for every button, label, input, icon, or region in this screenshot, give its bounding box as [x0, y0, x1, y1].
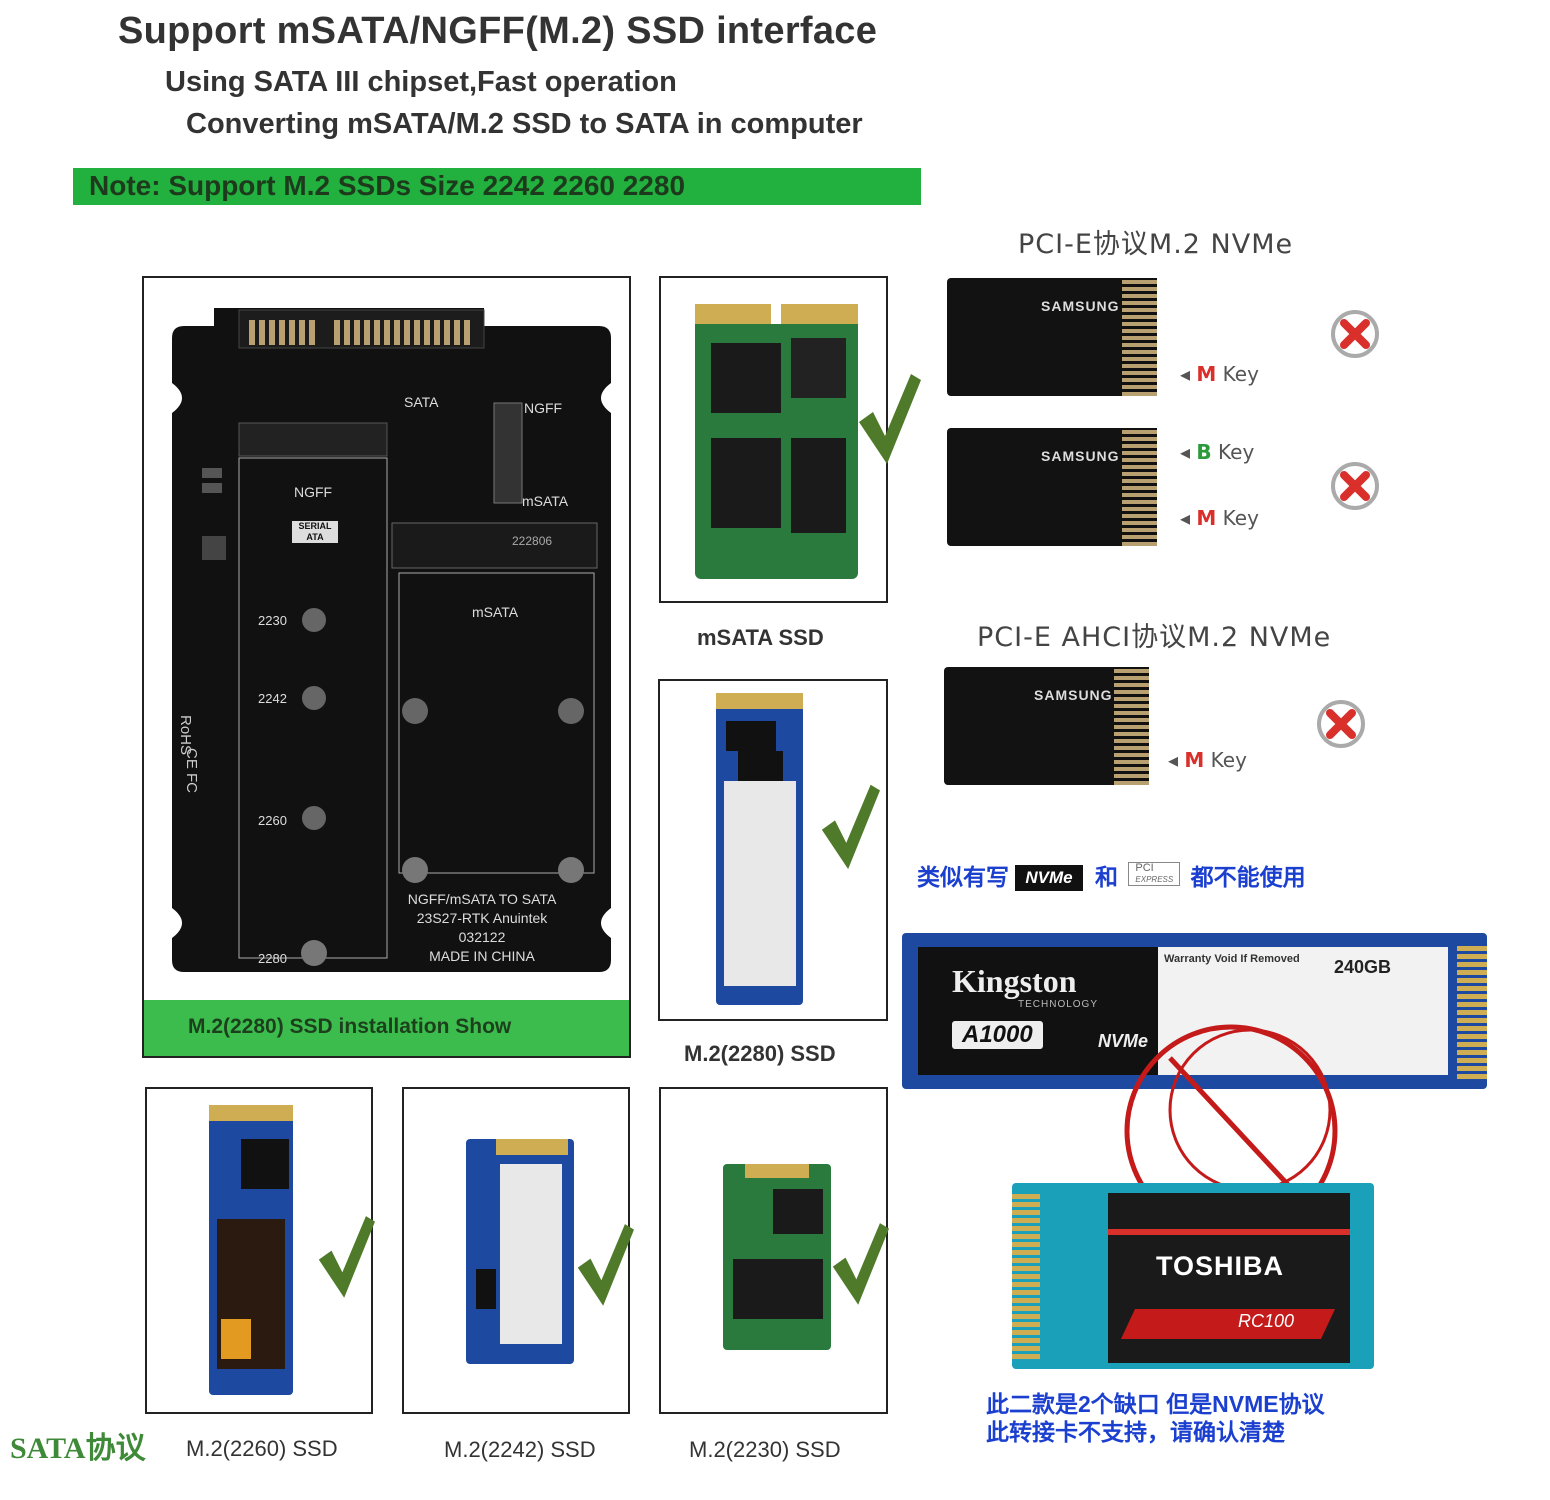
note-text: Note: Support M.2 SSDs Size 2242 2260 22… — [89, 170, 686, 201]
m2-2242-image — [466, 1139, 574, 1364]
m2-2280-check-icon — [821, 784, 880, 870]
a1000-logo: A1000 — [952, 1021, 1043, 1049]
bottom-note-line1: 此二款是2个缺口 但是NVME协议 — [986, 1391, 1325, 1417]
m2-2230-panel — [659, 1087, 889, 1414]
ssd-1-connector — [1122, 278, 1157, 396]
board-text-line1: NGFF/mSATA TO SATA — [407, 891, 557, 907]
key-word-1: Key — [1222, 362, 1259, 386]
b-key-letter: B — [1196, 440, 1212, 464]
m2-2280-image — [716, 693, 803, 1005]
samsung-label-1: SAMSUNG — [1041, 298, 1120, 314]
board-caption-band: M.2(2280) SSD installation Show — [144, 1000, 629, 1056]
board-caption: M.2(2280) SSD installation Show — [188, 1015, 512, 1038]
size-2280: 2280 — [258, 951, 287, 966]
ssd-2-connector — [1122, 428, 1157, 546]
warranty-text: Warranty Void If Removed — [1164, 953, 1300, 965]
subtitle-chipset: Using SATA III chipset,Fast operation — [165, 66, 677, 98]
pcie-nvme-title: PCI-E协议M.2 NVMe — [1018, 229, 1294, 260]
slot-code: 222806 — [512, 534, 553, 548]
kingston-logo: Kingston — [952, 963, 1077, 999]
m2-2242-panel — [402, 1087, 634, 1414]
samsung-ssd-2: SAMSUNG — [947, 428, 1157, 546]
subtitle-converting: Converting mSATA/M.2 SSD to SATA in comp… — [186, 108, 863, 140]
key-word-4: Key — [1210, 748, 1247, 772]
size-2242: 2242 — [258, 691, 287, 706]
serial-ata-logo: SERIAL ATA — [292, 521, 338, 543]
board-product-text: NGFF/mSATA TO SATA 23S27-RTK Anuintek 03… — [392, 890, 572, 966]
not-supported-x-icon-2 — [1331, 462, 1379, 510]
switch-ngff-label: NGFF — [524, 400, 563, 416]
kingston-nvme: NVMe — [1098, 1031, 1149, 1051]
ssd-3-connector — [1114, 667, 1149, 785]
m-key-letter-1: M — [1196, 362, 1217, 386]
warning-suffix: 都不能使用 — [1190, 864, 1306, 890]
rohs-mark: RoHS — [177, 715, 194, 756]
m2-2280-panel — [658, 679, 888, 1021]
m2-2260-caption: M.2(2260) SSD — [186, 1436, 338, 1461]
board-text-line3: 032122 — [458, 929, 506, 945]
msata-ssd-panel — [659, 276, 921, 603]
not-supported-x-icon-3 — [1317, 700, 1365, 748]
m2-2260-panel — [145, 1087, 375, 1414]
rc100-text: RC100 — [1238, 1311, 1295, 1331]
size-2260: 2260 — [258, 813, 287, 828]
not-supported-x-icon-1 — [1331, 310, 1379, 358]
warning-and: 和 — [1095, 864, 1119, 890]
size-2230: 2230 — [258, 613, 287, 628]
kingston-label-dark: Kingston TECHNOLOGY A1000 NVMe — [918, 947, 1158, 1075]
express-logo-text: EXPRESS — [1135, 875, 1174, 884]
m2-2280-caption: M.2(2280) SSD — [684, 1041, 836, 1066]
pci-logo-text: PCI — [1135, 862, 1154, 874]
nvme-logo: NVMe — [1015, 865, 1083, 891]
capacity-text: 240GB — [1334, 957, 1392, 977]
m-key-label-1: ◂ M Key — [1180, 362, 1259, 386]
m2-2260-check-icon — [318, 1216, 375, 1298]
bottom-note-line2: 此转接卡不支持，请确认清楚 — [986, 1419, 1285, 1445]
switch-msata-label: mSATA — [522, 493, 569, 509]
rc100-band — [1121, 1309, 1335, 1339]
sata-label: SATA — [404, 394, 439, 410]
m2-2230-check-icon — [832, 1223, 889, 1305]
m2-2242-check-icon — [577, 1224, 634, 1306]
board-text-line4: MADE IN CHINA — [429, 948, 535, 964]
samsung-ssd-1: SAMSUNG — [947, 278, 1157, 396]
kingston-ssd: Kingston TECHNOLOGY A1000 NVMe Warranty … — [902, 933, 1487, 1089]
msata-check-icon — [859, 374, 921, 464]
adapter-board-image — [172, 308, 611, 972]
samsung-ssd-3: SAMSUNG — [944, 667, 1149, 785]
page-title: Support mSATA/NGFF(M.2) SSD interface — [118, 10, 878, 52]
kingston-technology: TECHNOLOGY — [1018, 999, 1099, 1010]
key-word-2: Key — [1218, 440, 1255, 464]
pcie-ahci-title: PCI-E AHCI协议M.2 NVMe — [977, 622, 1332, 653]
toshiba-label: TOSHIBA RC100 — [1108, 1193, 1350, 1363]
msata-caption: mSATA SSD — [697, 625, 824, 650]
msata-slot-label: mSATA — [472, 604, 519, 620]
key-word-3: Key — [1222, 506, 1259, 530]
m-key-label-2: ◂ M Key — [1180, 506, 1259, 530]
samsung-label-3: SAMSUNG — [1034, 687, 1113, 703]
b-key-label: ◂ B Key — [1180, 440, 1255, 464]
toshiba-red-stripe — [1108, 1229, 1350, 1235]
msata-ssd-image — [695, 298, 858, 579]
note-banner: Note: Support M.2 SSDs Size 2242 2260 22… — [73, 168, 921, 205]
kingston-connector — [1457, 943, 1487, 1079]
m-key-label-3: ◂ M Key — [1168, 748, 1247, 772]
m2-2230-image — [723, 1164, 831, 1350]
m2-2242-caption: M.2(2242) SSD — [444, 1437, 596, 1462]
ngff-label: NGFF — [294, 484, 333, 500]
toshiba-logo: TOSHIBA — [1156, 1251, 1285, 1281]
toshiba-ssd: TOSHIBA RC100 — [1012, 1183, 1374, 1369]
toshiba-connector — [1012, 1193, 1040, 1359]
sata-protocol-label: SATA协议 — [10, 1432, 146, 1465]
board-text-line2: 23S27-RTK Anuintek — [416, 910, 548, 926]
m2-2260-image — [209, 1105, 293, 1395]
m-key-letter-2: M — [1196, 506, 1217, 530]
m2-2230-caption: M.2(2230) SSD — [689, 1437, 841, 1462]
m-key-letter-3: M — [1184, 748, 1205, 772]
samsung-label-2: SAMSUNG — [1041, 448, 1120, 464]
warning-prefix: 类似有写 — [917, 864, 1009, 890]
adapter-board-panel: SATA NGFF NGFF mSATA mSATA 222806 SERIAL… — [142, 276, 631, 1058]
